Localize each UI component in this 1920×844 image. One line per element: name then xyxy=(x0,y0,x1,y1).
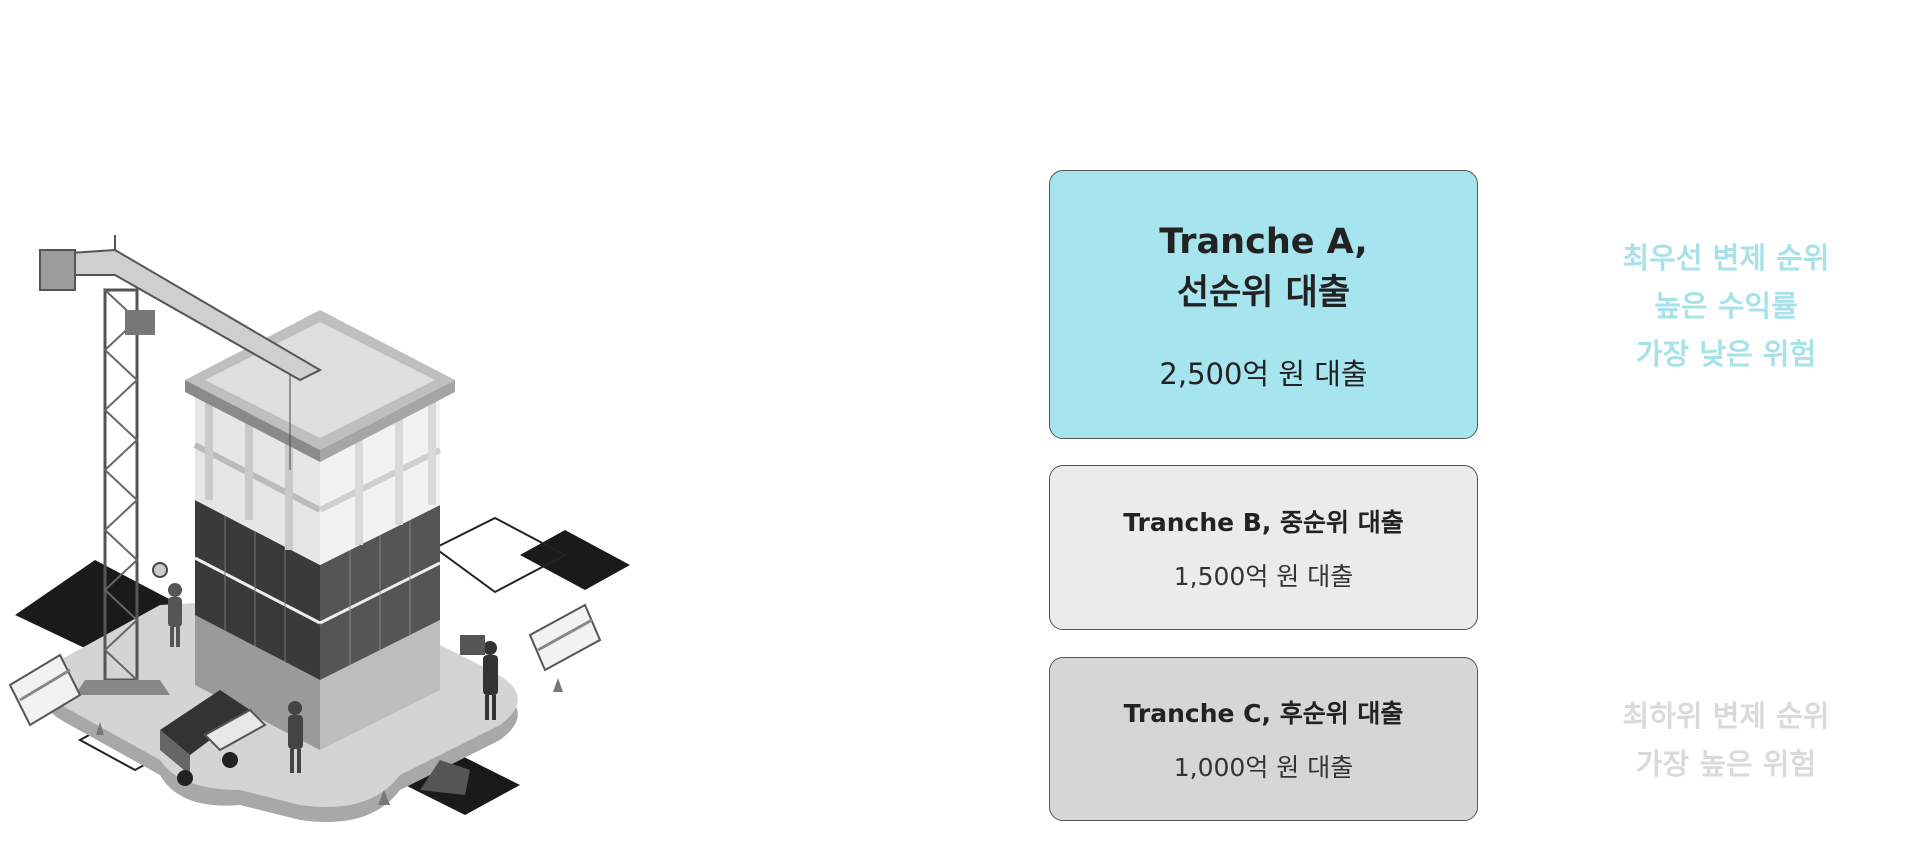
material-block xyxy=(460,635,485,655)
building xyxy=(185,310,455,750)
road-barrier xyxy=(8,653,82,727)
tranche-b-title: Tranche B, 중순위 대출 xyxy=(1123,507,1404,537)
senior-risk-note: 최우선 변제 순위 높은 수익률 가장 낮은 위험 xyxy=(1622,241,1830,371)
worker-figure xyxy=(168,583,182,647)
tranche-c-box: Tranche C, 후순위 대출 1,000억 원 대출 xyxy=(1049,657,1478,821)
rock-pile xyxy=(420,760,470,795)
worker-figure xyxy=(288,701,303,773)
tower-crane xyxy=(39,235,323,695)
worker-figure xyxy=(483,641,498,720)
construction-site-illustration xyxy=(8,235,630,822)
tranche-a-amount: 2,500억 원 대출 xyxy=(1159,356,1368,391)
ground-outline-tile xyxy=(433,516,568,594)
junior-risk-note: 최하위 변제 순위 가장 높은 위험 xyxy=(1622,699,1830,781)
road-barrier xyxy=(528,603,602,672)
tranche-a-box: Tranche A, 선순위 대출 2,500억 원 대출 xyxy=(1049,170,1478,439)
traffic-cone xyxy=(553,678,563,692)
dump-truck xyxy=(160,690,267,786)
tranche-a-title: Tranche A, 선순위 대출 xyxy=(1159,221,1368,313)
tranche-c-amount: 1,000억 원 대출 xyxy=(1173,753,1354,782)
stop-sign xyxy=(152,562,168,578)
tranche-b-box: Tranche B, 중순위 대출 1,500억 원 대출 xyxy=(1049,465,1478,630)
tranche-b-amount: 1,500억 원 대출 xyxy=(1173,561,1354,591)
traffic-cone xyxy=(378,790,390,805)
tranche-c-title: Tranche C, 후순위 대출 xyxy=(1123,699,1404,728)
traffic-cone xyxy=(96,722,104,735)
